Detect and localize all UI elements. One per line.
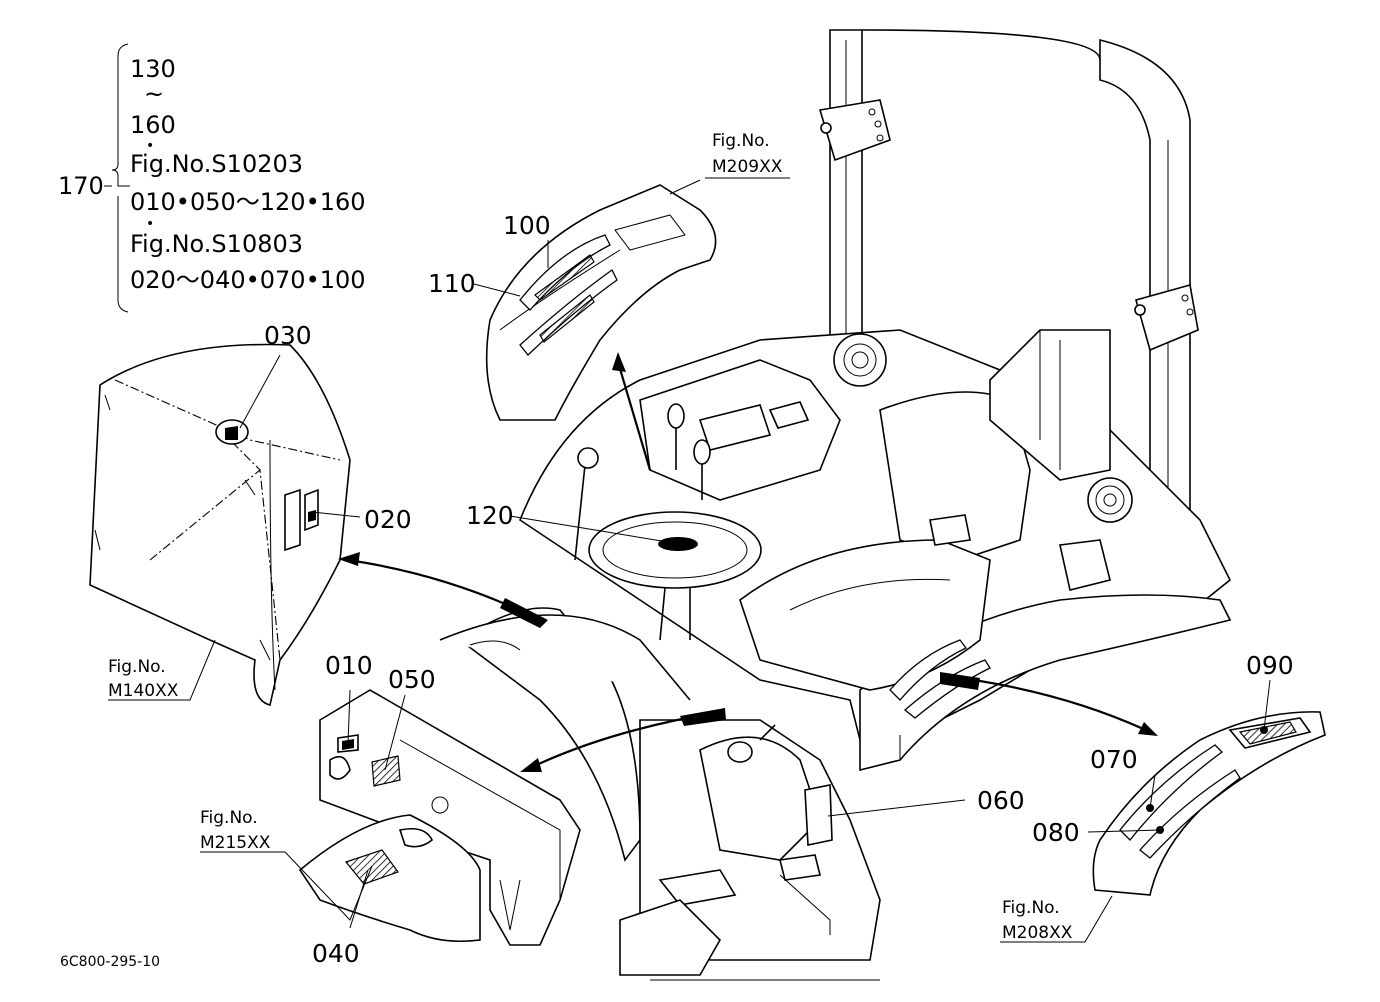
legend-line: 130 bbox=[130, 55, 176, 83]
fig-refs: Fig.No. M209XX Fig.No. M140XX Fig.No. M2… bbox=[108, 131, 1073, 943]
legend-bracket-number: 170 bbox=[58, 172, 104, 200]
callout-050: 050 bbox=[388, 665, 436, 694]
callout-080: 080 bbox=[1032, 818, 1080, 847]
callout-040: 040 bbox=[312, 939, 360, 968]
legend-line: • bbox=[146, 216, 154, 232]
front-panel-m215 bbox=[298, 689, 581, 946]
hood-part-m140 bbox=[89, 343, 351, 706]
fig-ref-label: Fig.No. bbox=[1002, 898, 1060, 918]
callout-090: 090 bbox=[1246, 651, 1294, 680]
fig-ref-label: Fig.No. bbox=[200, 808, 258, 828]
legend-line: Fig.No.S10803 bbox=[130, 230, 303, 258]
callout-100: 100 bbox=[503, 211, 551, 240]
leader-lines bbox=[104, 43, 1271, 943]
fender-cover-m208 bbox=[1092, 711, 1326, 896]
callouts: 030 020 120 100 110 010 050 040 060 070 … bbox=[264, 211, 1294, 968]
fig-ref-number: M140XX bbox=[108, 681, 179, 701]
callout-120: 120 bbox=[466, 501, 514, 530]
legend-line: • bbox=[146, 138, 154, 154]
fender-cover-m209 bbox=[485, 184, 717, 421]
fig-ref-label: Fig.No. bbox=[108, 657, 166, 677]
speaker-left bbox=[833, 333, 887, 387]
fig-ref-number: M209XX bbox=[712, 157, 783, 177]
callout-010: 010 bbox=[325, 651, 373, 680]
legend-line: 020～040•070•100 bbox=[130, 266, 366, 294]
removal-arrows bbox=[338, 352, 1158, 772]
fig-ref-number: M215XX bbox=[200, 833, 271, 853]
parts-legend: 170 130 ~ 160 • Fig.No.S10203 010•050～12… bbox=[58, 55, 366, 294]
fender-grip-installed bbox=[889, 639, 991, 719]
callout-110: 110 bbox=[428, 269, 476, 298]
fig-ref-number: M208XX bbox=[1002, 923, 1073, 943]
legend-line: Fig.No.S10203 bbox=[130, 150, 303, 178]
legend-line: 010•050～120•160 bbox=[130, 188, 366, 216]
callout-030: 030 bbox=[264, 321, 312, 350]
fig-ref-label: Fig.No. bbox=[712, 131, 770, 151]
tractor-body bbox=[439, 329, 1232, 981]
callout-070: 070 bbox=[1090, 745, 1138, 774]
legend-line: ~ bbox=[144, 80, 164, 108]
callout-020: 020 bbox=[364, 505, 412, 534]
legend-line: 160 bbox=[130, 111, 176, 139]
speaker-right bbox=[1087, 477, 1133, 523]
callout-060: 060 bbox=[977, 786, 1025, 815]
drawing-code: 6C800-295-10 bbox=[60, 954, 160, 970]
